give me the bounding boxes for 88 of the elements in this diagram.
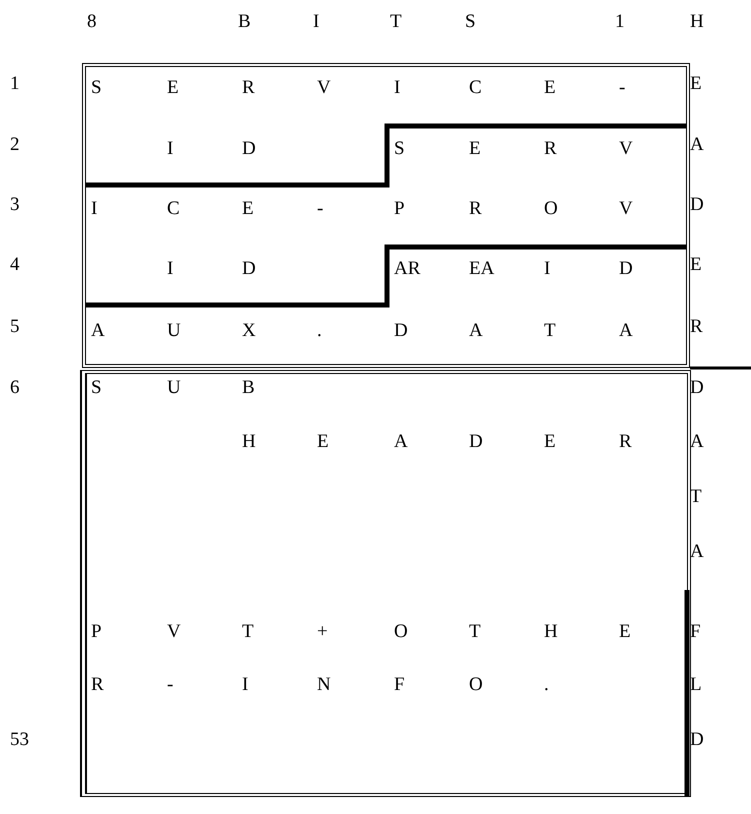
- row-number: 5: [10, 316, 20, 338]
- field-letter: R: [544, 138, 557, 160]
- field-letter: R: [469, 198, 482, 220]
- field-letter: P: [91, 621, 102, 643]
- field-letter: .: [544, 674, 549, 696]
- field-letter: A: [469, 320, 483, 342]
- field-letter: V: [619, 138, 633, 160]
- row-number: 53: [10, 729, 29, 751]
- side-letter: D: [690, 729, 704, 751]
- field-letter: S: [394, 138, 405, 160]
- field-letter: O: [394, 621, 408, 643]
- field-letter: P: [394, 198, 405, 220]
- field-letter: I: [544, 258, 550, 280]
- bit-label: 1: [615, 11, 624, 33]
- field-letter: D: [242, 138, 256, 160]
- row-number: 3: [10, 194, 20, 216]
- field-letter: X: [242, 320, 256, 342]
- field-letter: V: [619, 198, 633, 220]
- field-letter: I: [167, 138, 174, 160]
- field-letter: T: [544, 320, 556, 342]
- header-frame: [82, 63, 690, 368]
- field-letter: I: [242, 674, 248, 696]
- side-letter: A: [690, 134, 704, 156]
- bit-label: T: [390, 11, 402, 33]
- field-letter: R: [619, 431, 632, 453]
- field-letter: D: [394, 320, 408, 342]
- field-letter: H: [242, 431, 256, 453]
- field-letter: V: [167, 621, 181, 643]
- field-letter: N: [317, 674, 331, 696]
- row-number: 6: [10, 377, 20, 399]
- side-letter: A: [690, 541, 704, 563]
- field-letter: C: [167, 198, 180, 220]
- field-letter: C: [469, 77, 482, 99]
- bit-label: H: [690, 11, 704, 33]
- side-letter: F: [690, 621, 701, 643]
- row-number: 4: [10, 254, 20, 276]
- field-letter: U: [167, 320, 181, 342]
- field-letter: E: [544, 77, 556, 99]
- field-letter: E: [242, 198, 254, 220]
- field-letter: -: [167, 674, 174, 696]
- bit-label: B: [238, 11, 251, 33]
- field-letter: D: [242, 258, 256, 280]
- field-letter: O: [469, 674, 483, 696]
- field-letter: A: [91, 320, 105, 342]
- field-letter: R: [91, 674, 104, 696]
- field-letter: -: [619, 77, 626, 99]
- field-letter: A: [619, 320, 633, 342]
- field-letter: I: [91, 198, 98, 220]
- field-letter: E: [469, 138, 481, 160]
- field-letter: EA: [469, 258, 494, 280]
- field-letter: A: [394, 431, 408, 453]
- bit-label: S: [465, 11, 476, 33]
- side-letter: L: [690, 674, 702, 696]
- side-letter: T: [690, 486, 702, 508]
- field-letter: E: [544, 431, 556, 453]
- side-letter: A: [690, 431, 704, 453]
- field-letter: F: [394, 674, 405, 696]
- side-letter: E: [690, 254, 702, 276]
- field-letter: I: [394, 77, 400, 99]
- side-letter: D: [690, 377, 704, 399]
- field-letter: .: [317, 320, 322, 342]
- side-letter: R: [690, 316, 703, 338]
- field-letter: R: [242, 77, 255, 99]
- field-letter: E: [317, 431, 329, 453]
- field-letter: U: [167, 377, 181, 399]
- bit-label: I: [313, 11, 320, 33]
- field-letter: AR: [394, 258, 420, 280]
- bit-label: 8: [87, 11, 96, 33]
- side-letter: D: [690, 194, 704, 216]
- data-frame: [80, 370, 691, 797]
- field-letter: D: [619, 258, 633, 280]
- field-letter: V: [317, 77, 331, 99]
- field-letter: H: [544, 621, 558, 643]
- field-letter: T: [242, 621, 254, 643]
- field-letter: E: [167, 77, 179, 99]
- field-letter: S: [91, 377, 102, 399]
- field-letter: D: [469, 431, 483, 453]
- field-letter: E: [619, 621, 631, 643]
- field-letter: I: [167, 258, 174, 280]
- row-number: 2: [10, 134, 20, 156]
- field-letter: -: [317, 198, 324, 220]
- side-letter: E: [690, 73, 702, 95]
- field-letter: O: [544, 198, 558, 220]
- field-letter: T: [469, 621, 481, 643]
- field-letter: +: [317, 621, 328, 643]
- field-letter: S: [91, 77, 102, 99]
- row-number: 1: [10, 73, 20, 95]
- field-letter: B: [242, 377, 255, 399]
